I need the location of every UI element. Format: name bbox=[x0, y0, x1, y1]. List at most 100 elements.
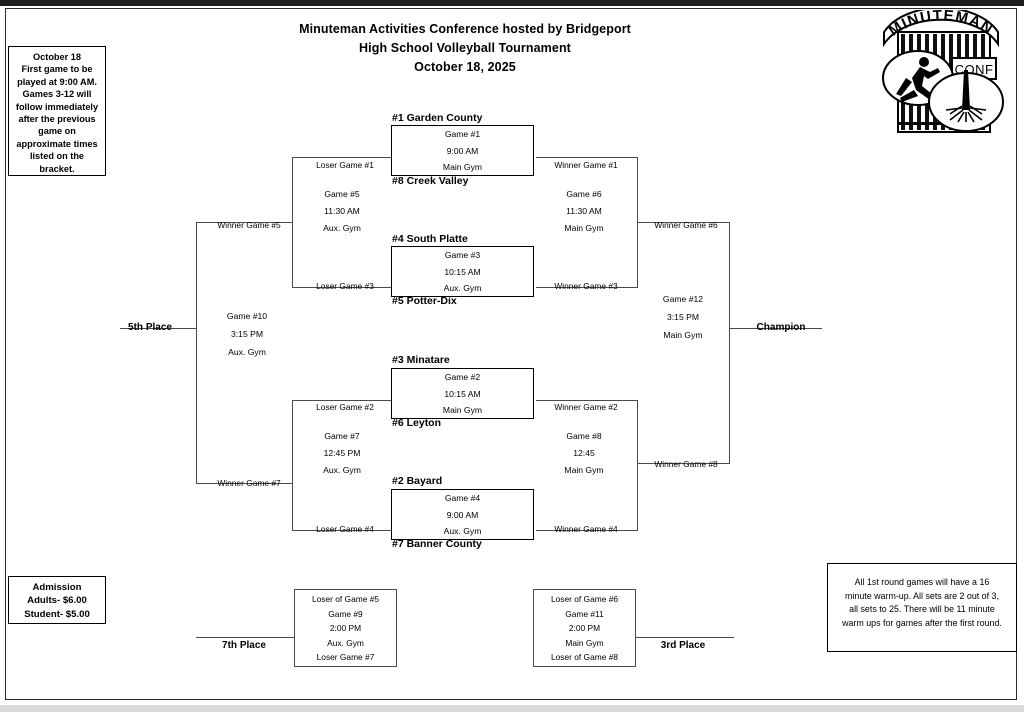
game-box-4: Game #4 9:00 AM Aux. Gym bbox=[391, 489, 534, 540]
game-12-gym: Main Gym bbox=[663, 330, 703, 340]
seventh-place-label: 7th Place bbox=[222, 640, 266, 651]
game-11-time: 2:00 PM bbox=[568, 623, 601, 634]
game-7-gym: Aux. Gym bbox=[323, 465, 361, 475]
rules-note-line: all sets to 25. There will be 11 minute bbox=[849, 604, 995, 615]
game-11-top: Loser of Game #6 bbox=[550, 594, 619, 604]
third-place-label: 3rd Place bbox=[660, 640, 706, 651]
feeder-winner-game-4: Winner Game #4 bbox=[554, 524, 618, 534]
third-place-line bbox=[636, 637, 734, 638]
champion-line bbox=[730, 328, 822, 329]
schedule-note-line: bracket. bbox=[39, 163, 75, 174]
game-3-time: 10:15 AM bbox=[444, 266, 481, 277]
game-9-gym: Aux. Gym bbox=[327, 637, 364, 648]
schedule-note-line: First game to be bbox=[21, 64, 93, 75]
game-6-time: 11:30 AM bbox=[566, 206, 602, 216]
minuteman-conference-logo: MINUTEMAN CONF bbox=[868, 6, 1014, 138]
schedule-note-line: October 18 bbox=[33, 52, 81, 62]
admission-title: Admission bbox=[32, 582, 82, 593]
champion-label: Champion bbox=[756, 322, 806, 333]
schedule-note-line: after the previous bbox=[18, 114, 96, 125]
connector-game5 bbox=[292, 157, 392, 288]
game-11-bottom: Loser of Game #8 bbox=[550, 652, 619, 663]
game-2-name: Game #2 bbox=[444, 372, 481, 382]
game-2-time: 10:15 AM bbox=[444, 388, 481, 399]
game-7-time: 12:45 PM bbox=[323, 448, 361, 458]
feeder-loser-game-1: Loser Game #1 bbox=[316, 160, 374, 170]
game-6-gym: Main Gym bbox=[564, 223, 604, 233]
game-12-time: 3:15 PM bbox=[666, 312, 700, 322]
feeder-winner-game-6: Winner Game #6 bbox=[654, 220, 718, 230]
game-box-9: Loser of Game #5 Game #9 2:00 PM Aux. Gy… bbox=[294, 589, 397, 667]
rules-note-line: minute warm-up. All sets are 2 out of 3, bbox=[845, 590, 999, 601]
admission-student: Student- $5.00 bbox=[24, 608, 90, 620]
feeder-winner-game-2: Winner Game #2 bbox=[554, 402, 618, 412]
game-4-time: 9:00 AM bbox=[446, 509, 479, 520]
game-5-gym: Aux. Gym bbox=[323, 223, 361, 233]
feeder-winner-game-8: Winner Game #8 bbox=[654, 459, 718, 469]
game-10-gym: Aux. Gym bbox=[228, 347, 266, 357]
game-8-time: 12:45 bbox=[573, 448, 595, 458]
schedule-note-line: listed on the bbox=[29, 151, 85, 162]
connector-game12 bbox=[638, 222, 730, 464]
feeder-winner-game-5: Winner Game #5 bbox=[217, 220, 281, 230]
game-6-name: Game #6 bbox=[566, 189, 602, 199]
fifth-place-label: 5th Place bbox=[128, 322, 172, 333]
schedule-note-line: follow immediately bbox=[15, 101, 99, 112]
game-5-name: Game #5 bbox=[324, 189, 360, 199]
game-3-name: Game #3 bbox=[444, 250, 481, 260]
feeder-winner-game-3: Winner Game #3 bbox=[554, 281, 618, 291]
team-seed-2: #2 Bayard bbox=[392, 475, 443, 487]
team-seed-6: #6 Leyton bbox=[392, 417, 442, 429]
game-1-name: Game #1 bbox=[444, 129, 481, 139]
game-box-2: Game #2 10:15 AM Main Gym bbox=[391, 368, 534, 419]
scan-edge-bottom bbox=[0, 705, 1024, 712]
schedule-note-box: October 18 First game to be played at 9:… bbox=[8, 46, 106, 176]
header-line-2: High School Volleyball Tournament bbox=[359, 41, 571, 55]
game-4-gym: Aux. Gym bbox=[443, 526, 482, 537]
feeder-loser-game-2: Loser Game #2 bbox=[316, 402, 374, 412]
connector-game7 bbox=[292, 400, 392, 531]
game-10-name: Game #10 bbox=[226, 311, 268, 321]
rules-note-line: All 1st round games will have a 16 bbox=[854, 577, 990, 587]
game-8-gym: Main Gym bbox=[564, 465, 604, 475]
header-line-1: Minuteman Activities Conference hosted b… bbox=[299, 22, 631, 36]
game-box-1: Game #1 9:00 AM Main Gym bbox=[391, 125, 534, 176]
connector-game6 bbox=[536, 157, 638, 288]
game-9-top: Loser of Game #5 bbox=[311, 594, 380, 604]
team-seed-7: #7 Banner County bbox=[392, 538, 482, 550]
team-seed-1: #1 Garden County bbox=[392, 112, 483, 124]
rules-note-box: All 1st round games will have a 16 minut… bbox=[827, 563, 1017, 652]
fifth-place-line bbox=[120, 328, 196, 329]
schedule-note-line: Games 3-12 will bbox=[22, 89, 92, 100]
game-9-time: 2:00 PM bbox=[329, 623, 362, 634]
game-10-time: 3:15 PM bbox=[230, 329, 264, 339]
seventh-place-line bbox=[196, 637, 294, 638]
game-box-3: Game #3 10:15 AM Aux. Gym bbox=[391, 246, 534, 297]
connector-game10 bbox=[196, 222, 292, 484]
team-seed-5: #5 Potter-Dix bbox=[392, 295, 457, 307]
team-seed-3: #3 Minatare bbox=[392, 354, 450, 366]
admission-adults: Adults- $6.00 bbox=[27, 595, 87, 607]
game-11-name: Game #11 bbox=[565, 608, 604, 619]
game-7-name: Game #7 bbox=[324, 431, 360, 441]
game-box-11: Loser of Game #6 Game #11 2:00 PM Main G… bbox=[533, 589, 636, 667]
game-3-gym: Aux. Gym bbox=[443, 283, 482, 294]
game-1-gym: Main Gym bbox=[442, 162, 483, 173]
team-seed-8: #8 Creek Valley bbox=[392, 175, 469, 187]
game-4-name: Game #4 bbox=[444, 493, 481, 503]
team-seed-4: #4 South Platte bbox=[392, 233, 468, 245]
game-12-name: Game #12 bbox=[662, 294, 704, 304]
game-9-bottom: Loser Game #7 bbox=[316, 652, 375, 663]
page-border bbox=[5, 8, 1017, 700]
game-8-name: Game #8 bbox=[566, 431, 602, 441]
scan-edge-top bbox=[0, 0, 1024, 6]
feeder-loser-game-4: Loser Game #4 bbox=[316, 524, 374, 534]
schedule-note-line: approximate times bbox=[16, 138, 98, 149]
game-2-gym: Main Gym bbox=[442, 405, 483, 416]
connector-game8 bbox=[536, 400, 638, 531]
game-1-time: 9:00 AM bbox=[446, 145, 479, 156]
feeder-loser-game-3: Loser Game #3 bbox=[316, 281, 374, 291]
game-11-gym: Main Gym bbox=[565, 637, 604, 648]
header-line-3: October 18, 2025 bbox=[414, 60, 516, 74]
